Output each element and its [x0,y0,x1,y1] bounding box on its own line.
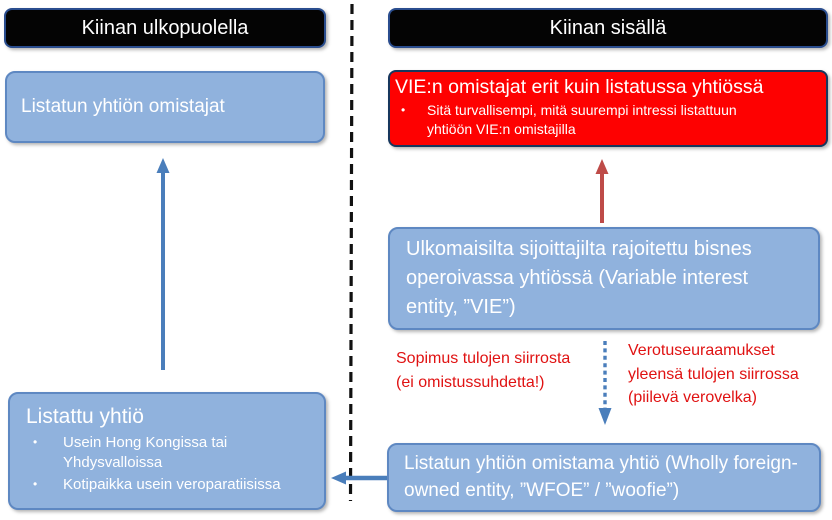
listed-company-bullet-2: • Kotipaikka usein veroparatiisissa [26,475,316,495]
listed-company-owners-label: Listatun yhtiön omistajat [21,96,225,117]
vie-owners-arrow-up [595,159,609,223]
wfoe-ownership-arrow-left [331,471,387,485]
listed-company-bullet-1: • Usein Hong Kongissa tai Yhdysvalloissa [26,433,316,472]
listed-company-box: Listattu yhtiö • Usein Hong Kongissa tai… [8,392,326,510]
vie-box: Ulkomaisilta sijoittajilta rajoitettu bi… [388,227,820,330]
wfoe-box: Listatun yhtiön omistama yhtiö (Wholly f… [387,443,821,512]
tax-note-line-2: yleensä tulojen siirrossa [628,365,799,383]
tax-note-line-3: (piilevä verovelka) [628,389,757,407]
header-inside-china-label: Kiinan sisällä [549,16,667,39]
tax-note: Verotuseuraamukset yleensä tulojen siirr… [628,339,832,410]
bullet-icon: • [33,435,38,450]
listed-company-owners-box: Listatun yhtiön omistajat [5,71,325,143]
header-inside-china: Kiinan sisällä [388,8,828,48]
bullet-icon: • [401,103,406,117]
listed-company-bullet-1-text: Usein Hong Kongissa tai Yhdysvalloissa [63,434,228,471]
listed-company-bullet-2-text: Kotipaikka usein veroparatiisissa [63,476,281,494]
vie-owners-bullet-1: • Sitä turvallisempi, mitä suurempi intr… [395,101,818,139]
vie-owners-box: VIE:n omistajat erit kuin listatussa yht… [388,70,828,147]
china-border-divider [348,3,354,502]
bullet-icon: • [33,477,38,492]
ownership-arrow-up [156,158,170,370]
header-outside-china: Kiinan ulkopuolella [4,8,326,48]
header-outside-china-label: Kiinan ulkopuolella [81,16,249,39]
listed-company-title: Listattu yhtiö [26,405,144,428]
vie-owners-bullet-1-text: Sitä turvallisempi, mitä suurempi intres… [427,102,737,137]
vie-box-label: Ulkomaisilta sijoittajilta rajoitettu bi… [406,238,752,318]
contract-note-line-1: Sopimus tulojen siirrosta [396,350,571,367]
vie-owners-title: VIE:n omistajat erit kuin listatussa yht… [395,76,764,98]
tax-note-line-1: Verotuseuraamukset [628,342,775,359]
contract-note: Sopimus tulojen siirrosta (ei omistussuh… [396,347,606,394]
wfoe-box-label: Listatun yhtiön omistama yhtiö (Wholly f… [404,452,798,501]
contract-note-line-2: (ei omistussuhdetta!) [396,373,545,391]
